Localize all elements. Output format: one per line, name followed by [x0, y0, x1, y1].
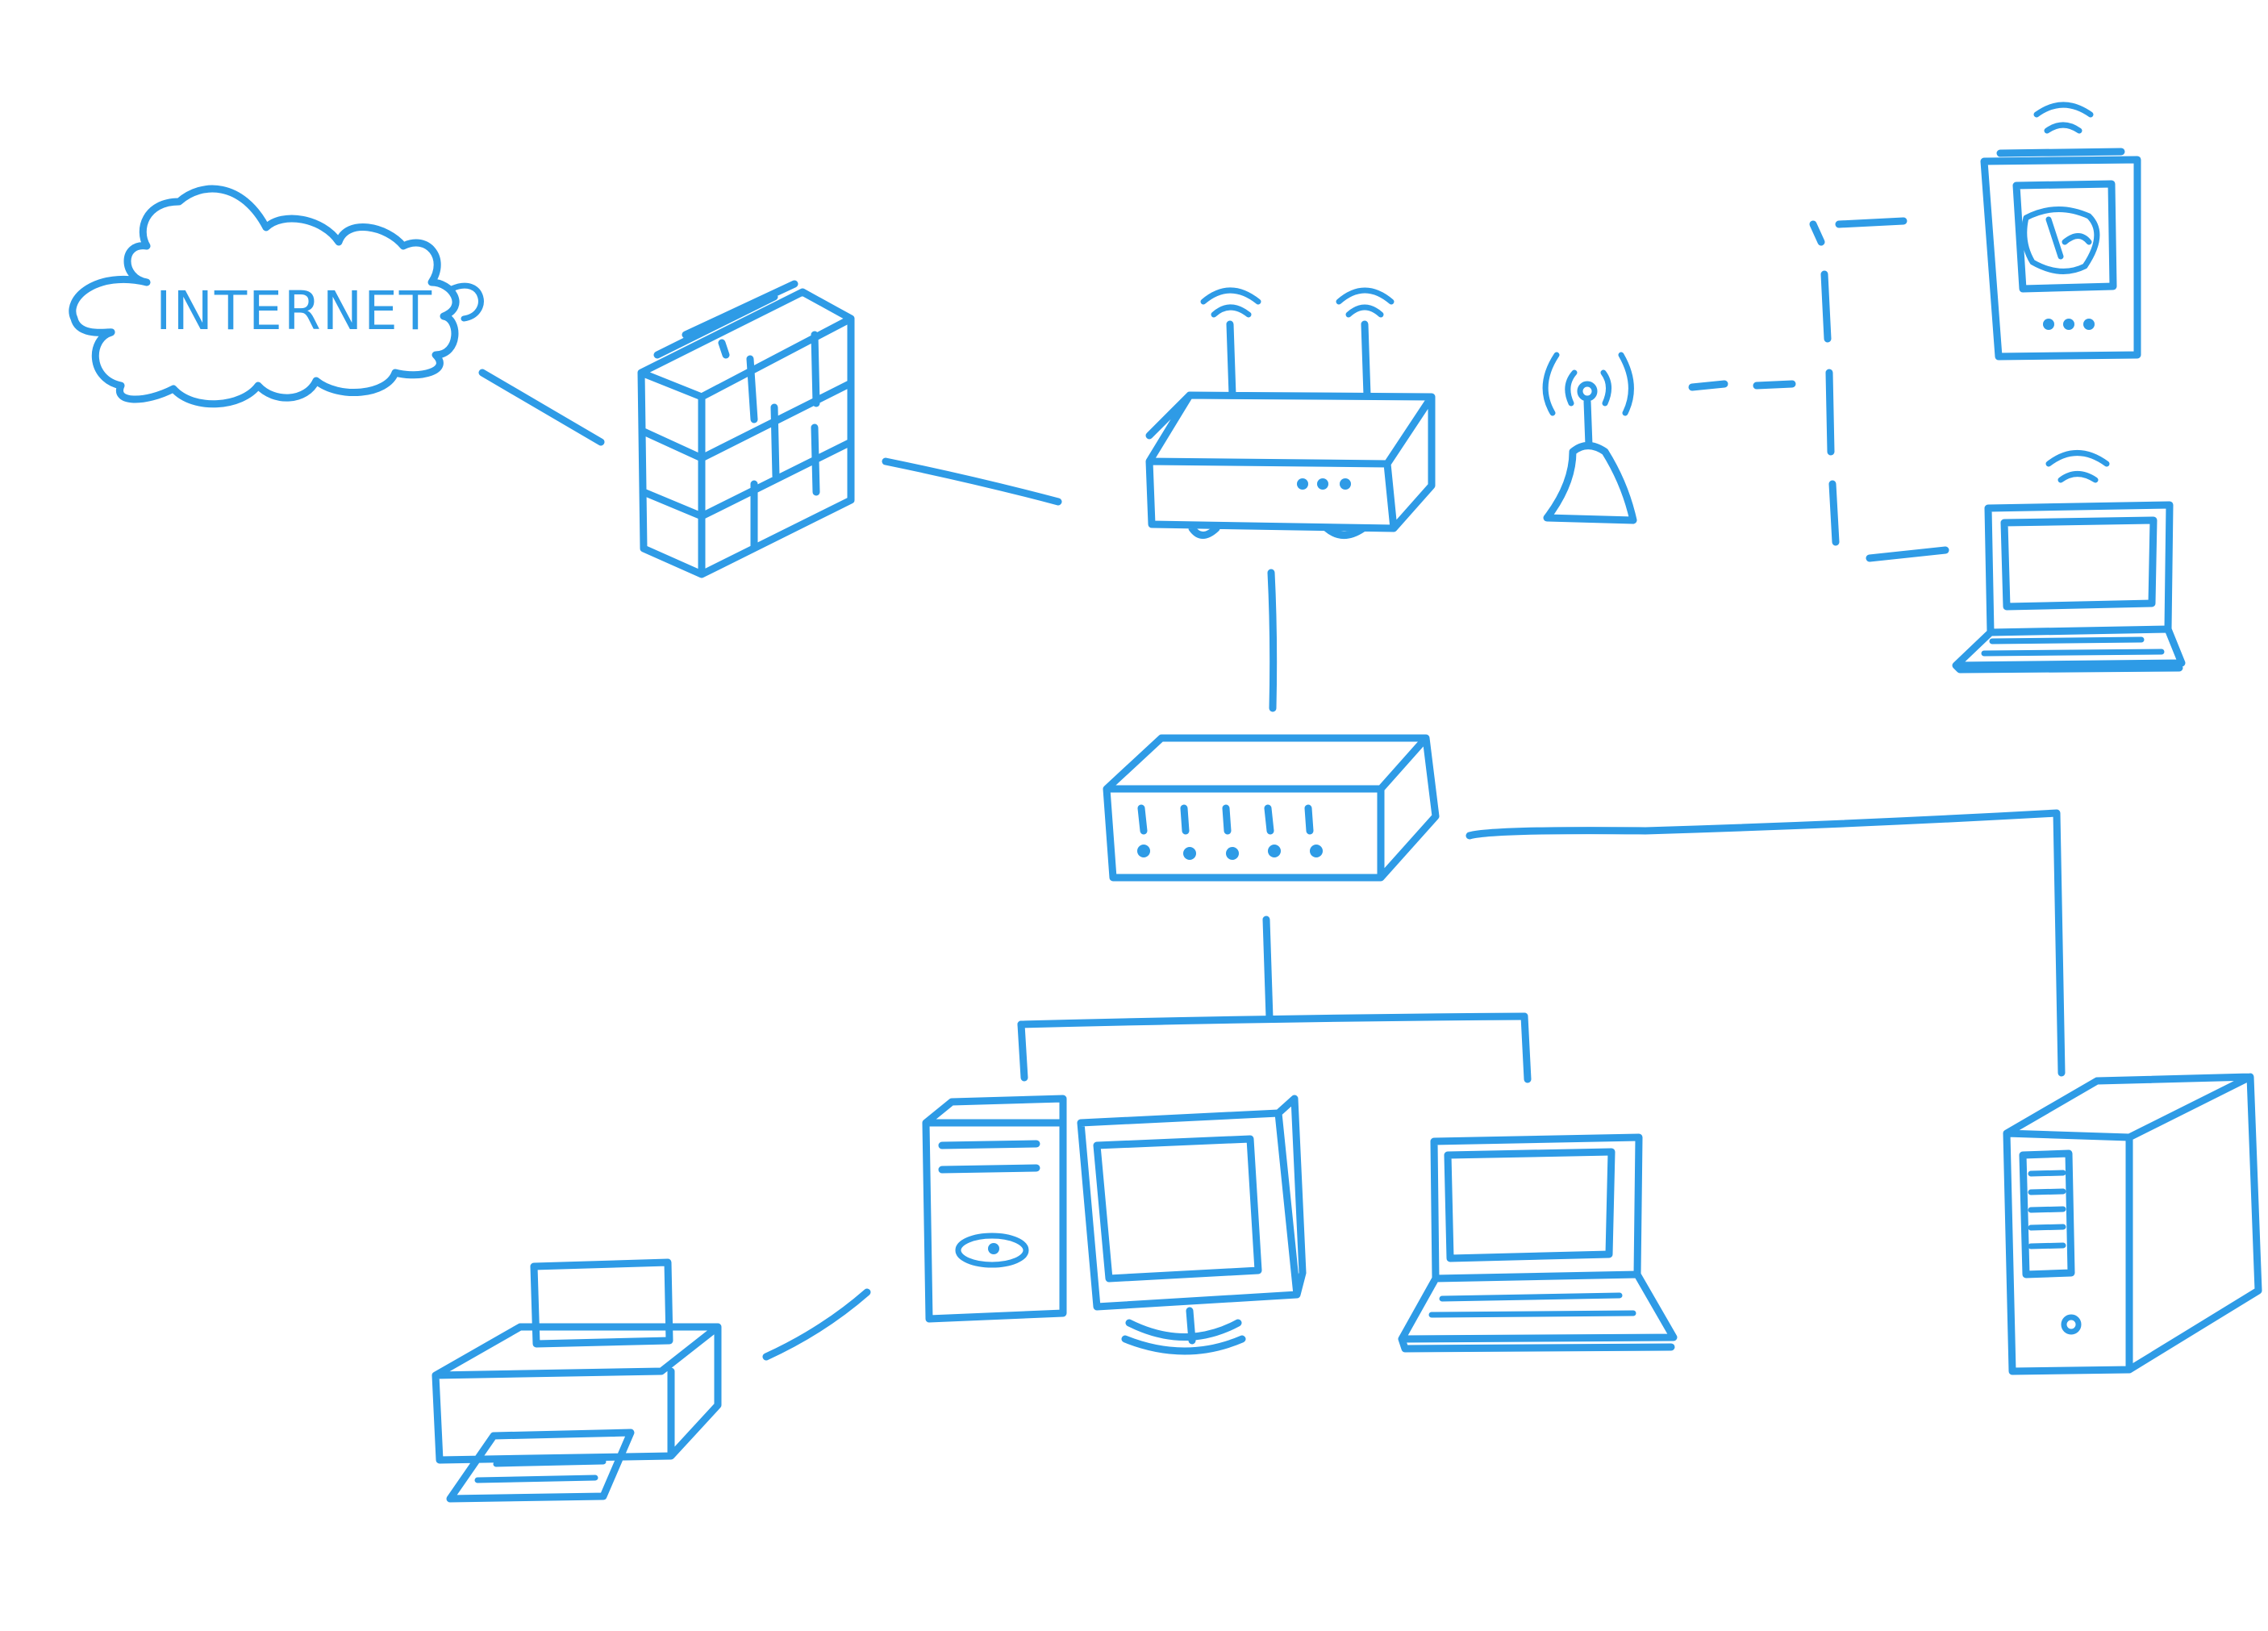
wireless-laptop-wifi-icon [2045, 450, 2110, 483]
switch-port-led-5 [1310, 845, 1323, 857]
printer-paper-lines [474, 1458, 607, 1483]
cloud-icon [69, 185, 460, 408]
server-vents [2028, 1170, 2066, 1249]
wireless-access-point-icon [1543, 398, 1637, 524]
link-ap-dash-8 [1866, 546, 1949, 562]
tablet-screen-art [2021, 206, 2100, 274]
tablet-icon [1980, 148, 2141, 361]
link-internet-firewall [478, 369, 605, 446]
tablet-wifi-icon [2033, 102, 2094, 134]
network-switch-icon [1103, 734, 1440, 882]
router-led-2 [1317, 478, 1328, 490]
switch-port-led-4 [1268, 845, 1281, 857]
switch-port-led-3 [1226, 847, 1239, 860]
link-bus [1017, 1012, 1528, 1028]
access-point-tip [1577, 381, 1598, 402]
tablet-button-1 [2043, 319, 2054, 330]
printer [432, 1258, 722, 1503]
link-switch-bus [1262, 916, 1274, 1022]
printer-icon [432, 1258, 722, 1503]
router-antenna-waves-left [1200, 287, 1261, 318]
wireless-laptop [1952, 450, 2186, 674]
router-antenna-waves-right [1336, 287, 1395, 318]
link-ap-dash-1 [1688, 380, 1728, 391]
desktop-disc-center [988, 1243, 999, 1254]
link-bus-laptop [1520, 1012, 1532, 1083]
wireless-access-point [1542, 352, 1637, 524]
brick-wall-icon [637, 280, 855, 578]
switch-port-led-1 [1137, 845, 1150, 857]
laptop [1398, 1133, 1678, 1353]
link-ap-dash-2 [1753, 380, 1796, 390]
desktop-computer [922, 1095, 1307, 1355]
link-ap-dash-6 [1828, 480, 1840, 546]
wireless-router [1145, 287, 1436, 539]
server-tower [2003, 1073, 2262, 1375]
cloud-curl-right [448, 282, 484, 322]
link-ap-dash-5 [1825, 369, 1835, 456]
desktop-disc-drive [955, 1233, 1029, 1268]
link-switch-server [1465, 809, 2066, 1077]
wireless-dashed-links [1688, 217, 1949, 562]
wireless-router-icon [1145, 320, 1436, 539]
link-ap-dash-7 [1835, 217, 1907, 228]
server-power-button [2061, 1314, 2082, 1335]
internet-cloud: INTERNET [69, 185, 484, 408]
tablet [1980, 102, 2141, 361]
laptop-keys [1428, 1292, 1636, 1318]
server-tower-icon [2003, 1073, 2262, 1375]
link-ap-dash-3 [1809, 220, 1825, 246]
laptop-icon [1398, 1133, 1678, 1353]
desktop-computer-icon [922, 1095, 1307, 1355]
access-point-waves [1542, 352, 1634, 416]
internet-label: INTERNET [156, 280, 433, 342]
link-ap-dash-4 [1820, 270, 1832, 343]
link-bus-desktop [1017, 1020, 1028, 1082]
link-desktop-printer [762, 1288, 871, 1361]
switch-port-led-2 [1183, 847, 1196, 860]
firewall [637, 280, 855, 578]
tablet-button-2 [2063, 319, 2074, 330]
link-router-switch [1267, 569, 1278, 712]
connection-links [478, 217, 2066, 1361]
network-switch [1103, 734, 1440, 882]
laptop-icon [1952, 501, 2186, 674]
wireless-laptop-keys [1981, 636, 2165, 657]
link-firewall-router [882, 457, 1062, 506]
router-led-3 [1340, 478, 1351, 490]
router-led-1 [1297, 478, 1308, 490]
tablet-button-3 [2083, 319, 2095, 330]
